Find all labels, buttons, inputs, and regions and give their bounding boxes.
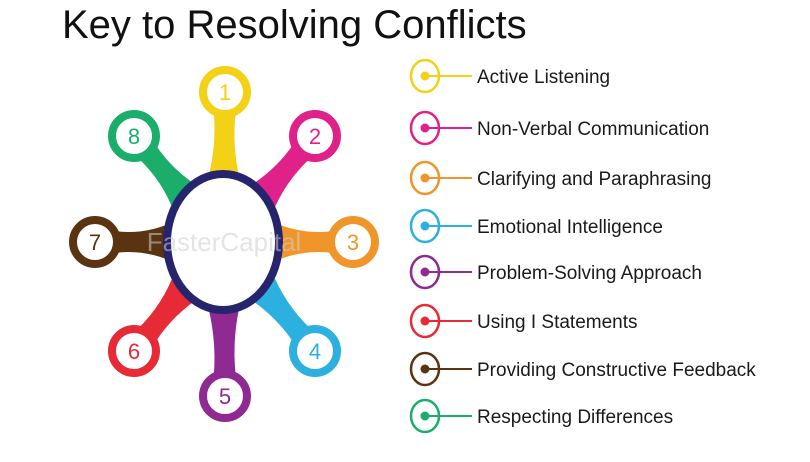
legend-dot bbox=[420, 411, 430, 421]
node-4 bbox=[289, 325, 341, 377]
legend-label: Non-Verbal Communication bbox=[477, 119, 709, 140]
page-title: Key to Resolving Conflicts bbox=[62, 3, 527, 47]
legend-dot bbox=[420, 71, 430, 81]
node-number-6: 6 bbox=[128, 339, 140, 364]
node-6 bbox=[108, 325, 160, 377]
spoke-5 bbox=[204, 293, 243, 377]
legend-dot bbox=[420, 123, 430, 133]
node-number-7: 7 bbox=[89, 230, 101, 255]
legend-label: Using I Statements bbox=[477, 312, 638, 333]
spoke-3 bbox=[275, 223, 333, 261]
node-5 bbox=[199, 370, 251, 422]
node-number-5: 5 bbox=[219, 384, 231, 409]
node-number-1: 1 bbox=[219, 80, 231, 105]
legend-label: Active Listening bbox=[477, 67, 610, 88]
legend-label: Problem-Solving Approach bbox=[477, 263, 702, 284]
legend-dot bbox=[420, 316, 430, 326]
legend-dot bbox=[420, 267, 430, 277]
legend-label: Providing Constructive Feedback bbox=[477, 360, 756, 381]
node-2 bbox=[289, 110, 341, 162]
legend-label: Clarifying and Paraphrasing bbox=[477, 169, 711, 190]
node-1 bbox=[199, 66, 251, 118]
legend-label: Respecting Differences bbox=[477, 407, 673, 428]
hub-group: FasterCapital bbox=[147, 170, 302, 314]
watermark: FasterCapital bbox=[147, 227, 302, 257]
central-hub bbox=[163, 170, 283, 314]
legend-dot bbox=[420, 364, 430, 374]
node-number-8: 8 bbox=[128, 124, 140, 149]
legend-label: Emotional Intelligence bbox=[477, 217, 663, 238]
legend-dot bbox=[420, 221, 430, 231]
spoke-1 bbox=[204, 111, 243, 191]
node-number-4: 4 bbox=[309, 339, 321, 364]
node-8 bbox=[108, 110, 160, 162]
node-number-2: 2 bbox=[309, 124, 321, 149]
nodes-group: 1 2 3 4 5 6 7 8 bbox=[69, 66, 379, 422]
legend-dot bbox=[420, 173, 430, 183]
node-3 bbox=[327, 216, 379, 268]
node-number-3: 3 bbox=[347, 230, 359, 255]
node-7 bbox=[69, 216, 121, 268]
spoke-7 bbox=[115, 223, 171, 261]
